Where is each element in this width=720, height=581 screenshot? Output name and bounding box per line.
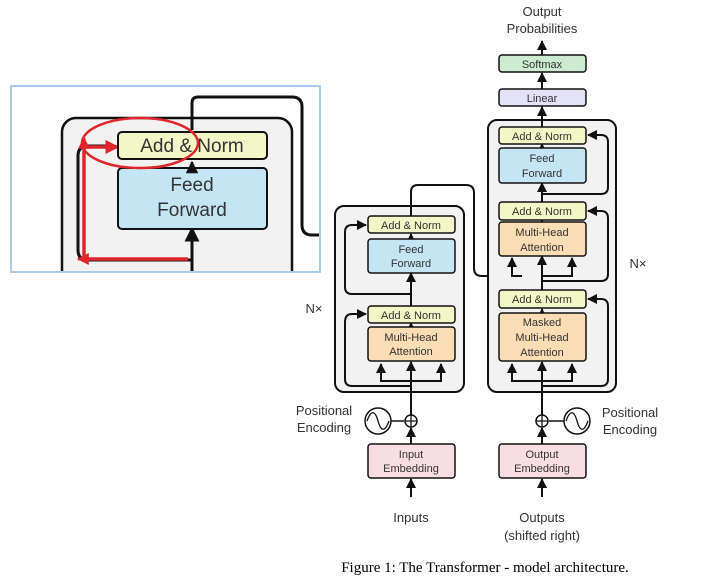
encoder-residual-1 xyxy=(344,309,411,387)
encoder-repeat-label: N× xyxy=(306,301,323,316)
decoder-outputs-label-1: Outputs xyxy=(519,510,565,525)
encoder-input-embedding xyxy=(367,443,456,479)
encoder-inputs-label: Inputs xyxy=(393,510,429,525)
decoder-residual-1 xyxy=(542,294,609,387)
decoder-masked-k-arrow xyxy=(542,363,577,382)
decoder-cross-attention-label-1: Multi-Head xyxy=(515,227,568,239)
decoder-outputs-label-2: (shifted right) xyxy=(504,528,580,543)
encoder-sine-curve xyxy=(366,412,390,430)
decoder-add-norm-top-label: Add & Norm xyxy=(512,131,572,143)
encoder-output-connection xyxy=(410,184,522,277)
encoder-multi-head-attention xyxy=(367,326,456,362)
decoder-add-norm-mid-label: Add & Norm xyxy=(512,206,572,218)
inset-highlight-circle xyxy=(80,116,200,170)
inset-feed-forward-label-2: Forward xyxy=(157,200,227,221)
encoder-pos-enc-label-1: Positional xyxy=(296,403,352,418)
encoder-feed-forward-label-2: Forward xyxy=(391,258,431,270)
decoder-residual-3 xyxy=(542,130,609,195)
softmax-label: Softmax xyxy=(522,59,563,71)
encoder-add-norm-top-label: Add & Norm xyxy=(381,220,441,232)
output-head: Linear Softmax Output Probabilities xyxy=(498,4,587,107)
figure-caption: Figure 1: The Transformer - model archit… xyxy=(341,560,629,576)
decoder-add-norm-bottom-label: Add & Norm xyxy=(512,294,572,306)
decoder-add-norm-mid xyxy=(498,201,587,221)
encoder-attention-q-arrow xyxy=(376,363,411,382)
encoder-add-norm-bottom-label: Add & Norm xyxy=(381,310,441,322)
decoder-cross-q-arrow xyxy=(542,257,577,277)
decoder-feed-forward-label-2: Forward xyxy=(522,168,562,180)
encoder-plus-icon xyxy=(405,415,417,427)
encoder-add-norm-top xyxy=(367,215,456,234)
output-probabilities-label-2: Probabilities xyxy=(507,21,578,36)
decoder-output-embedding xyxy=(498,443,587,479)
inset-skip-connection xyxy=(190,95,319,237)
decoder-plus-icon xyxy=(536,415,548,427)
encoder-stack-background xyxy=(334,205,465,393)
decoder-add-norm-bottom xyxy=(498,289,587,309)
decoder-pos-enc-label-1: Positional xyxy=(602,405,658,420)
linear-label: Linear xyxy=(527,93,558,105)
encoder-feed-forward xyxy=(367,238,456,274)
encoder: N× Add & Norm Feed Forward Add & Norm Mu… xyxy=(296,184,522,525)
encoder-attention-k-arrow xyxy=(411,363,446,382)
decoder-add-norm-top xyxy=(498,126,587,145)
encoder-feed-forward-label-1: Feed xyxy=(398,244,423,256)
encoder-pos-enc-label-2: Encoding xyxy=(297,420,351,435)
inset-residual-highlight xyxy=(82,140,188,261)
decoder-sine-curve xyxy=(565,412,589,430)
decoder-repeat-label: N× xyxy=(630,256,647,271)
decoder-pos-enc-label-2: Encoding xyxy=(603,422,657,437)
decoder-masked-label-2: Multi-Head xyxy=(515,332,568,344)
decoder-residual-2 xyxy=(542,206,609,282)
softmax-block xyxy=(498,54,587,73)
decoder-feed-forward-label-1: Feed xyxy=(529,153,554,165)
encoder-attention-label-2: Attention xyxy=(389,346,432,358)
inset-feed-forward-label-1: Feed xyxy=(170,175,213,196)
linear-block xyxy=(498,88,587,107)
decoder-masked-attention xyxy=(498,312,587,362)
decoder-cross-attention-label-2: Attention xyxy=(520,242,563,254)
decoder-cross-k-arrow xyxy=(507,257,522,277)
zoom-inset: Add & Norm Feed Forward xyxy=(10,85,321,273)
decoder-masked-label-1: Masked xyxy=(523,317,562,329)
decoder-embedding-label-1: Output xyxy=(525,449,558,461)
decoder: N× Add & Norm Feed Forward Add & Norm Mu… xyxy=(487,40,658,543)
decoder-masked-q-arrow xyxy=(507,363,542,382)
encoder-residual-2 xyxy=(344,220,411,295)
output-probabilities-label-1: Output xyxy=(522,4,561,19)
encoder-embedding-label-2: Embedding xyxy=(383,463,439,475)
decoder-masked-label-3: Attention xyxy=(520,347,563,359)
decoder-cross-attention xyxy=(498,221,587,257)
encoder-embedding-label-1: Input xyxy=(399,449,423,461)
encoder-attention-label-1: Multi-Head xyxy=(384,332,437,344)
encoder-add-norm-bottom xyxy=(367,305,456,324)
decoder-embedding-label-2: Embedding xyxy=(514,463,570,475)
decoder-feed-forward xyxy=(498,147,587,184)
inset-add-norm-label: Add & Norm xyxy=(140,136,243,157)
